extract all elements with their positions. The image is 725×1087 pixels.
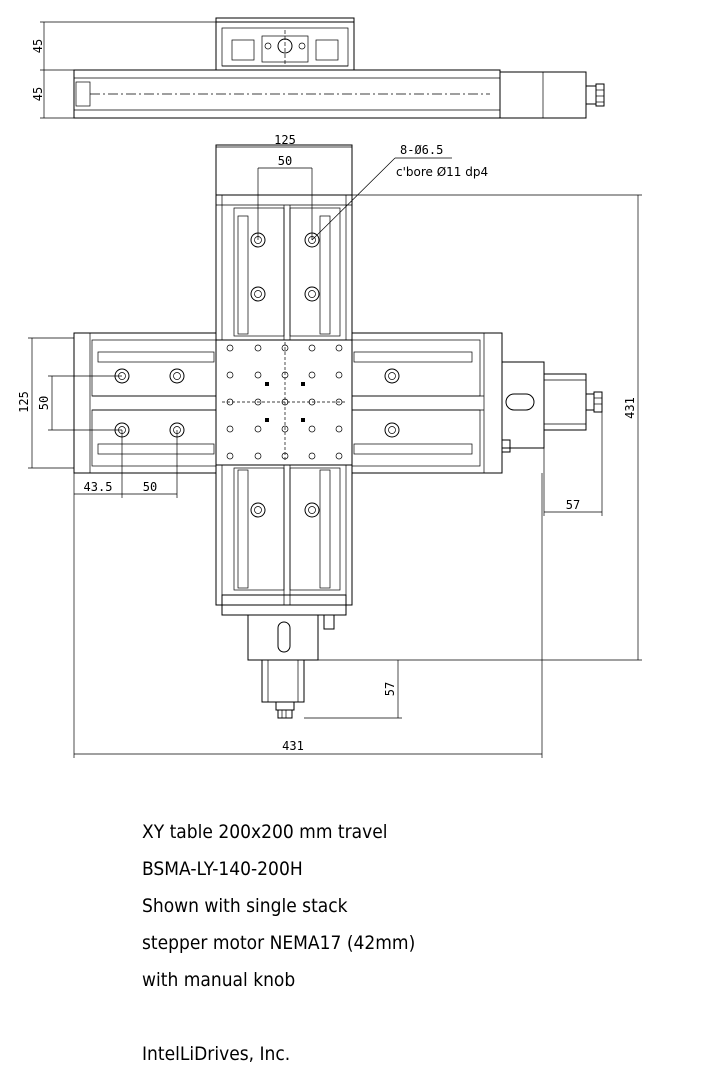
tapped-hole-grid <box>222 342 346 462</box>
caption-line-2: BSMA-LY-140-200H <box>142 858 303 880</box>
dim-right-motor: 57 <box>566 498 580 512</box>
technical-drawing: 45 45 <box>17 17 642 758</box>
dim-side-lower: 45 <box>31 87 45 101</box>
dim-bottom-hole-spacing: 50 <box>143 480 157 494</box>
x-axis-motor <box>501 361 603 453</box>
dim-top-width: 125 <box>274 133 296 147</box>
caption-spacer <box>142 999 646 1036</box>
dim-side-upper: 45 <box>31 39 45 53</box>
y-axis-motor <box>247 614 335 719</box>
dim-bottom-overall: 431 <box>282 739 304 753</box>
dim-top-hole-spacing: 50 <box>278 154 292 168</box>
dim-bottom-motor: 57 <box>383 682 397 696</box>
callout-counterbore: c'bore Ø11 dp4 <box>396 165 488 179</box>
top-view: 125 50 8-Ø6.5 c'bore Ø11 dp4 125 50 43.5… <box>17 133 642 758</box>
side-view: 45 45 <box>31 17 605 119</box>
callout-hole-spec: 8-Ø6.5 <box>400 143 443 157</box>
counterbore-holes <box>114 232 400 518</box>
dim-right-overall: 431 <box>623 397 637 419</box>
caption-line-1: XY table 200x200 mm travel <box>142 821 388 843</box>
dim-left-width: 125 <box>17 391 31 413</box>
company-name: IntelLiDrives, Inc. <box>142 1043 291 1065</box>
caption-block: XY table 200x200 mm travel BSMA-LY-140-2… <box>142 814 646 1073</box>
caption-line-3: Shown with single stack <box>142 895 348 917</box>
caption-line-5: with manual knob <box>142 969 296 991</box>
dim-left-hole-spacing: 50 <box>37 396 51 410</box>
caption-line-4: stepper motor NEMA17 (42mm) <box>142 932 416 954</box>
dim-bottom-offset: 43.5 <box>84 480 113 494</box>
